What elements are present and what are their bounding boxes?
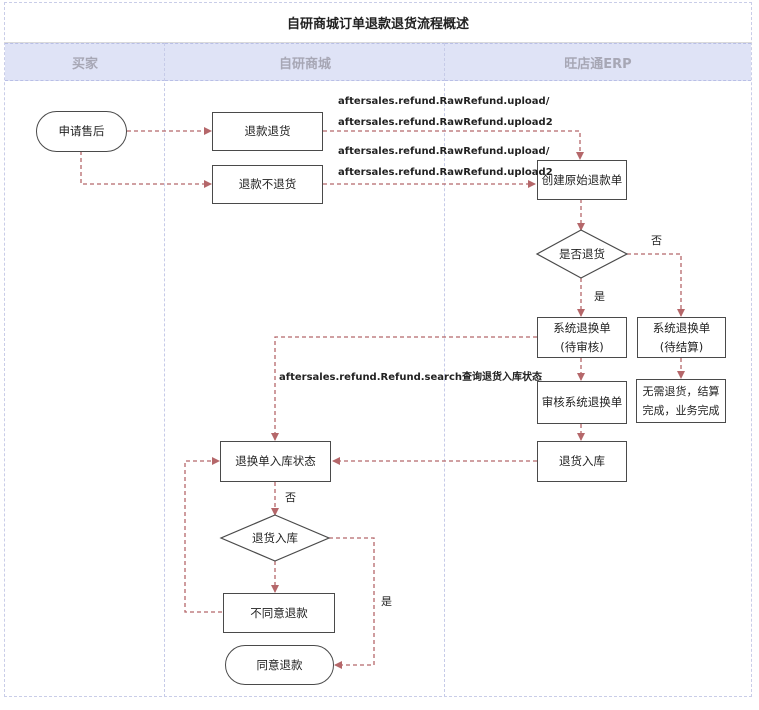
edge-review-to-status bbox=[271, 336, 537, 441]
node-sys-review: 系统退换单 (待审核) bbox=[537, 317, 627, 358]
node-disagree-refund: 不同意退款 bbox=[223, 593, 335, 633]
end-agree-refund: 同意退款 bbox=[225, 645, 334, 685]
edge-disagree-loop bbox=[184, 457, 222, 613]
lane-header-buyer: 买家 bbox=[5, 43, 165, 81]
node-no-return-done-line2: 完成，业务完成 bbox=[642, 404, 720, 417]
lane-divider-2 bbox=[444, 43, 445, 697]
edge-label-upload-a2: aftersales.refund.RawRefund.upload2 bbox=[338, 117, 553, 128]
node-sys-settle-line1: 系统退换单 bbox=[652, 321, 711, 336]
lane-header-mall: 自研商城 bbox=[165, 43, 445, 81]
node-refund-return: 退款退货 bbox=[212, 112, 323, 151]
edge-label-yes-2: 是 bbox=[381, 595, 392, 608]
edge-check-yes bbox=[329, 537, 375, 669]
node-sys-review-line1: 系统退换单 bbox=[553, 321, 611, 336]
edge-label-search: aftersales.refund.Refund.search查询退货入库状态 bbox=[279, 372, 543, 383]
node-sys-settle-line2: (待结算) bbox=[659, 339, 704, 354]
edge-label-yes-1: 是 bbox=[594, 290, 605, 303]
node-no-return-done-line1: 无需退货，结算 bbox=[642, 384, 720, 398]
decision-is-return-label: 是否退货 bbox=[559, 247, 605, 261]
start-apply-aftersale: 申请售后 bbox=[36, 111, 127, 152]
lane-header-erp: 旺店通ERP bbox=[445, 43, 751, 81]
decision-is-return-shape bbox=[535, 229, 629, 279]
node-create-raw-refund: 创建原始退款单 bbox=[537, 160, 627, 200]
edge-refund-return-to-create bbox=[323, 130, 584, 160]
edge-label-no-2: 否 bbox=[285, 491, 296, 504]
edge-decision-no bbox=[627, 253, 685, 317]
node-sys-review-line2: (待审核) bbox=[560, 339, 604, 354]
node-sys-settle: 系统退换单 (待结算) bbox=[637, 317, 726, 358]
decision-return-check-shape bbox=[219, 514, 331, 562]
edge-label-no-1: 否 bbox=[651, 234, 662, 247]
node-instock-status: 退换单入库状态 bbox=[220, 441, 331, 482]
edge-apply-to-refund-no-return bbox=[80, 151, 212, 188]
edge-label-upload-b2: aftersales.refund.RawRefund.upload2 bbox=[338, 167, 553, 178]
lane-divider-1 bbox=[164, 43, 165, 697]
node-refund-no-return: 退款不退货 bbox=[212, 165, 323, 204]
diagram-title: 自研商城订单退款退货流程概述 bbox=[4, 2, 752, 43]
node-no-return-done: 无需退货，结算 完成，业务完成 bbox=[636, 379, 726, 423]
edge-label-upload-a1: aftersales.refund.RawRefund.upload/ bbox=[338, 96, 550, 107]
node-audit: 审核系统退换单 bbox=[537, 381, 627, 424]
node-return-in: 退货入库 bbox=[537, 441, 627, 482]
diagram-frame bbox=[4, 2, 752, 697]
decision-return-check-label: 退货入库 bbox=[252, 531, 298, 545]
edge-label-upload-b1: aftersales.refund.RawRefund.upload/ bbox=[338, 146, 550, 157]
